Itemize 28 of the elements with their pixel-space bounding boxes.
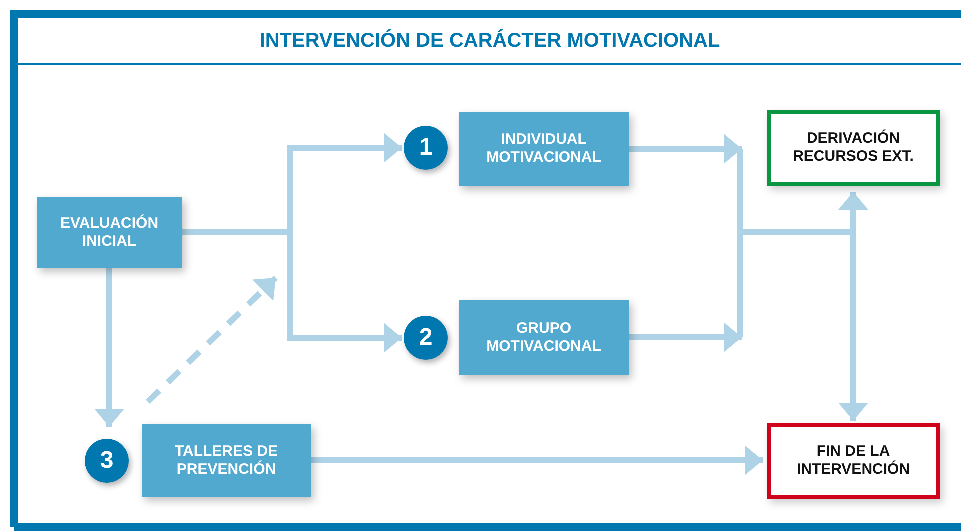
- arrow: [838, 192, 868, 232]
- arrow: [311, 446, 763, 476]
- outcome-box: [767, 423, 940, 499]
- number-circle: [404, 316, 448, 360]
- arrow: [629, 134, 742, 164]
- arrow: [94, 268, 124, 427]
- box-label: TALLERES DE PREVENCIÓN: [174, 442, 280, 478]
- box-label: INDIVIDUAL MOTIVACIONAL: [486, 131, 602, 167]
- process-box: [459, 112, 629, 186]
- arrow: [287, 133, 402, 232]
- step-number: 1: [419, 134, 433, 162]
- box-label: GRUPO MOTIVACIONAL: [486, 320, 602, 356]
- step-number: 3: [100, 447, 114, 475]
- step-number: 2: [419, 324, 433, 352]
- process-box: [142, 424, 311, 497]
- arrow: [146, 276, 278, 404]
- number-circle: [404, 126, 448, 170]
- diagram-title: INTERVENCIÓN DE CARÁCTER MOTIVACIONAL: [258, 30, 722, 53]
- arrow: [838, 232, 868, 421]
- number-circle: [85, 439, 129, 483]
- arrow: [629, 322, 742, 352]
- box-label: DERIVACIÓN RECURSOS EXT.: [792, 130, 915, 166]
- process-box: [37, 197, 182, 268]
- box-label: FIN DE LA INTERVENCIÓN: [796, 443, 912, 479]
- arrow: [287, 232, 402, 353]
- box-label: EVALUACIÓN INICIAL: [59, 214, 160, 250]
- outcome-box: [767, 110, 940, 186]
- process-box: [459, 300, 629, 375]
